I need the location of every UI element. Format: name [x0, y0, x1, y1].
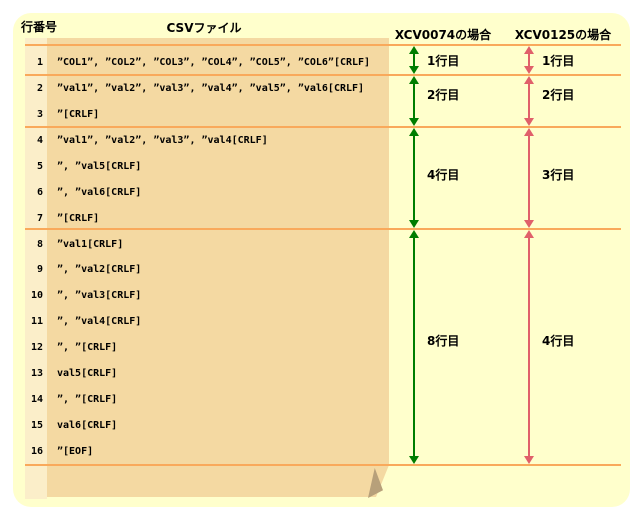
arrow-xcv0125-segment-1: [524, 46, 534, 74]
arrowhead-up-icon: [409, 230, 419, 238]
arrowhead-down-icon: [524, 66, 534, 74]
arrowhead-down-icon: [524, 456, 534, 464]
row-text: ”val1”, ”val2”, ”val3”, ”val4[CRLF]: [57, 135, 268, 147]
row-number: 14: [30, 393, 43, 405]
divider-line-2: [25, 74, 621, 76]
column-title-xcv0074: XCV0074の場合: [394, 28, 492, 42]
row-number: 15: [30, 419, 43, 431]
row-text: ”[CRLF]: [57, 109, 100, 121]
csv-file-header: CSVファイル: [166, 21, 242, 35]
row-text: val5[CRLF]: [57, 367, 118, 379]
arrowhead-up-icon: [409, 46, 419, 54]
row-text: ”, ”val4[CRLF]: [57, 316, 142, 328]
arrowhead-up-icon: [524, 46, 534, 54]
row-number: 2: [36, 83, 43, 95]
csv-row: 7 ”[CRLF]: [25, 205, 389, 231]
csv-row: 12 ”, ”[CRLF]: [25, 335, 389, 361]
csv-row: 13 val5[CRLF]: [25, 361, 389, 387]
row-number: 12: [30, 342, 43, 354]
csv-row: 1 ”COL1”, ”COL2”, ”COL3”, ”COL4”, ”COL5”,…: [25, 50, 389, 76]
label-xcv0074-segment-2: 2行目: [427, 88, 460, 102]
divider-line-3: [25, 126, 621, 128]
csv-row: 10 ”, ”val3[CRLF]: [25, 283, 389, 309]
label-xcv0125-segment-3: 3行目: [542, 168, 575, 182]
row-text: ”, ”val6[CRLF]: [57, 186, 142, 198]
row-text: ”val1”, ”val2”, ”val3”, ”val4”, ”val5”, …: [57, 83, 365, 95]
label-xcv0125-segment-4: 4行目: [542, 334, 575, 348]
arrow-xcv0074-segment-4: [409, 230, 419, 464]
label-xcv0074-segment-4: 8行目: [427, 334, 460, 348]
arrowhead-up-icon: [524, 230, 534, 238]
csv-row: 14 ”, ”[CRLF]: [25, 386, 389, 412]
csv-row-list: 1 ”COL1”, ”COL2”, ”COL3”, ”COL4”, ”COL5”,…: [25, 50, 389, 464]
row-number: 5: [36, 160, 43, 172]
row-number: 3: [36, 109, 43, 121]
arrow-xcv0125-segment-3: [524, 128, 534, 228]
arrowhead-up-icon: [409, 76, 419, 84]
csv-row: 4 ”val1”, ”val2”, ”val3”, ”val4[CRLF]: [25, 128, 389, 154]
csv-row: 3 ”[CRLF]: [25, 102, 389, 128]
row-text: ”, ”val5[CRLF]: [57, 160, 142, 172]
csv-row: 2 ”val1”, ”val2”, ”val3”, ”val4”, ”val5”,…: [25, 76, 389, 102]
arrowhead-down-icon: [409, 118, 419, 126]
csv-row: 11 ”, ”val4[CRLF]: [25, 309, 389, 335]
divider-line-1: [25, 44, 621, 46]
csv-row: 8 ”val1[CRLF]: [25, 231, 389, 257]
label-xcv0074-segment-3: 4行目: [427, 168, 460, 182]
arrow-xcv0074-segment-3: [409, 128, 419, 228]
divider-line-4: [25, 228, 621, 230]
row-number: 8: [36, 238, 43, 250]
csv-row: 5 ”, ”val5[CRLF]: [25, 154, 389, 180]
row-text: ”COL1”, ”COL2”, ”COL3”, ”COL4”, ”COL5”, …: [57, 57, 371, 69]
csv-row: 6 ”, ”val6[CRLF]: [25, 179, 389, 205]
label-xcv0074-segment-1: 1行目: [427, 54, 460, 68]
row-text: ”val1[CRLF]: [57, 238, 124, 250]
arrowhead-down-icon: [524, 118, 534, 126]
label-xcv0125-segment-1: 1行目: [542, 54, 575, 68]
row-number-header: 行番号: [21, 20, 58, 34]
arrowhead-down-icon: [409, 220, 419, 228]
arrowhead-down-icon: [524, 220, 534, 228]
arrow-xcv0074-segment-2: [409, 76, 419, 126]
row-number: 9: [36, 264, 43, 276]
row-number: 6: [36, 186, 43, 198]
row-number: 7: [36, 212, 43, 224]
row-number-column: [25, 38, 47, 499]
label-xcv0125-segment-2: 2行目: [542, 88, 575, 102]
row-number: 10: [30, 290, 43, 302]
arrowhead-up-icon: [524, 76, 534, 84]
row-number: 16: [30, 445, 43, 457]
row-number: 4: [36, 135, 43, 147]
diagram-panel: 行番号 CSVファイル XCV0074の場合 XCV0125の場合 1 ”COL1…: [13, 13, 630, 507]
arrowhead-up-icon: [409, 128, 419, 136]
csv-row: 15 val6[CRLF]: [25, 412, 389, 438]
csv-row: 9 ”, ”val2[CRLF]: [25, 257, 389, 283]
arrow-xcv0125-segment-2: [524, 76, 534, 126]
row-number: 13: [30, 367, 43, 379]
column-title-xcv0125: XCV0125の場合: [514, 28, 612, 42]
arrowhead-up-icon: [524, 128, 534, 136]
row-number: 11: [30, 316, 43, 328]
arrow-xcv0074-segment-1: [409, 46, 419, 74]
arrowhead-down-icon: [409, 456, 419, 464]
divider-line-5: [25, 464, 621, 466]
arrow-xcv0125-segment-4: [524, 230, 534, 464]
csv-file-page: [47, 38, 389, 497]
row-text: ”, ”val3[CRLF]: [57, 290, 142, 302]
csv-row: 16 ”[EOF]: [25, 438, 389, 464]
row-text: ”, ”val2[CRLF]: [57, 264, 142, 276]
row-text: ”, ”[CRLF]: [57, 342, 118, 354]
arrowhead-down-icon: [409, 66, 419, 74]
row-number: 1: [36, 57, 43, 69]
row-text: ”[EOF]: [57, 445, 94, 457]
row-text: ”, ”[CRLF]: [57, 393, 118, 405]
row-text: val6[CRLF]: [57, 419, 118, 431]
row-text: ”[CRLF]: [57, 212, 100, 224]
